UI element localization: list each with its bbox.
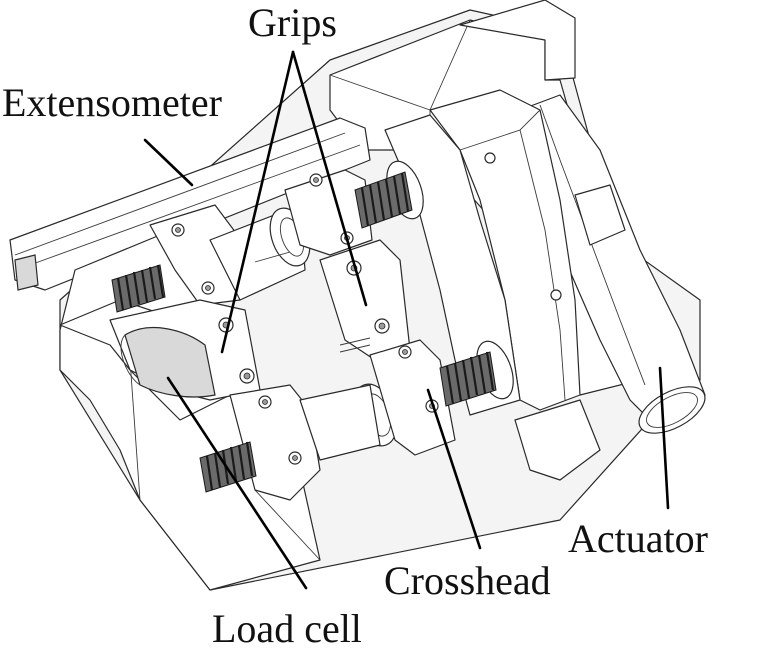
spring-top-right <box>354 171 413 229</box>
label-extensometer: Extensometer <box>2 80 222 125</box>
label-grips: Grips <box>248 0 337 45</box>
leader-crosshead <box>426 388 482 550</box>
leader-lines <box>143 50 670 590</box>
leader-load-cell <box>166 376 308 590</box>
labels: Grips Extensometer Actuator Crosshead Lo… <box>2 0 708 651</box>
leader-grips-left <box>220 50 295 354</box>
spring-top-left <box>111 264 166 313</box>
leader-grips-right <box>291 50 368 307</box>
label-actuator: Actuator <box>568 516 708 561</box>
leader-extensometer <box>143 138 194 187</box>
threaded-rods <box>254 251 371 353</box>
right-grip-blocks <box>284 160 514 456</box>
label-load-cell: Load cell <box>212 606 362 651</box>
leader-actuator <box>658 366 670 510</box>
label-crosshead: Crosshead <box>384 558 551 603</box>
springs <box>111 171 497 493</box>
extensometer-rail <box>9 117 371 291</box>
spring-bottom-right <box>439 351 497 407</box>
